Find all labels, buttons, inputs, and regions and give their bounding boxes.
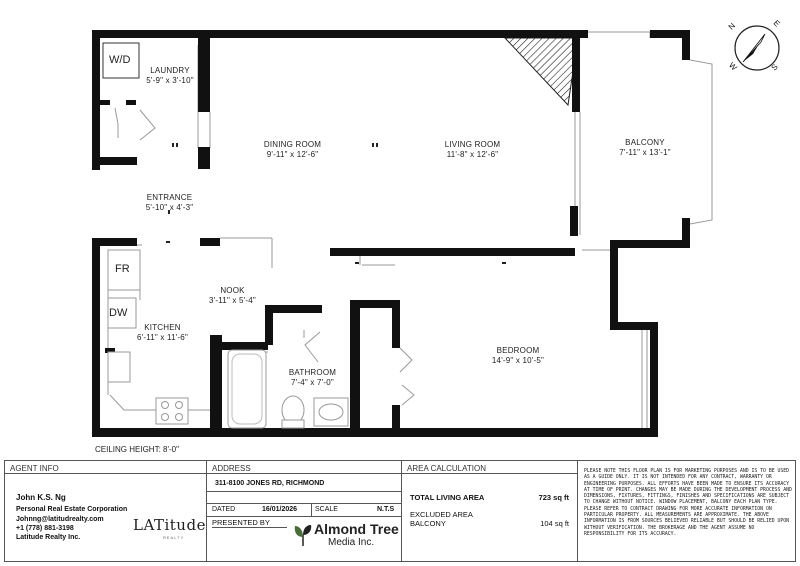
stove — [155, 397, 189, 425]
fr-label: FR — [115, 263, 130, 275]
divider — [207, 491, 401, 492]
floor-plan — [92, 25, 780, 437]
kitchen-sink — [107, 351, 131, 383]
bathtub — [227, 349, 267, 429]
presenter-name: Almond Tree — [314, 521, 399, 537]
room-dims: 7'-11" x 13'-1" — [619, 148, 671, 157]
room-name: KITCHEN — [144, 323, 181, 332]
divider — [311, 503, 312, 516]
wd-label: W/D — [109, 54, 131, 66]
room-laundry: LAUNDRY 5'-9" x 3'-10" — [135, 66, 205, 86]
room-dims: 5'-10" x 4'-3" — [145, 203, 194, 212]
room-name: DINING ROOM — [263, 140, 322, 149]
brokerage-logo: LATitude — [133, 516, 206, 534]
room-dims: 6'-11" x 11'-6" — [136, 333, 188, 342]
walls — [92, 30, 690, 437]
disclaimer-text: PLEASE NOTE THIS FLOOR PLAN IS FOR MARKE… — [584, 469, 792, 537]
balcony-area-label: BALCONY — [410, 519, 446, 528]
agent-email[interactable]: Johnng@latitudrealty.com — [16, 516, 104, 523]
room-name: BALCONY — [625, 138, 665, 147]
room-name: BEDROOM — [496, 346, 540, 355]
toilet — [281, 395, 305, 429]
compass-icon — [734, 25, 780, 71]
presented-by-label: PRESENTED BY — [212, 518, 270, 527]
fridge — [107, 249, 141, 291]
agent-corp: Personal Real Estate Corporation — [16, 506, 128, 513]
room-name: LAUNDRY — [150, 66, 190, 75]
room-name: NOOK — [220, 286, 245, 295]
scale-label: SCALE — [315, 506, 338, 513]
tick-marks — [166, 143, 506, 264]
dated-label: DATED — [212, 506, 236, 513]
room-bedroom: BEDROOM 14'-9" x 10'-5" — [478, 346, 558, 366]
address-panel: ADDRESS 311-8100 JONES RD, RICHMOND DATE… — [207, 461, 402, 561]
agent-phone: +1 (778) 881-3198 — [16, 525, 74, 532]
room-dims: 14'-9" x 10'-5" — [491, 356, 545, 365]
room-name: LIVING ROOM — [444, 140, 501, 149]
almond-tree-icon — [294, 525, 312, 546]
dw-label: DW — [109, 307, 128, 319]
divider — [212, 527, 287, 528]
room-dining: DINING ROOM 9'-11" x 12'-6" — [250, 140, 335, 160]
dishwasher — [107, 297, 137, 329]
balcony-area-value: 104 sq ft — [540, 519, 569, 528]
total-living-value: 723 sq ft — [538, 493, 569, 502]
address-value: 311-8100 JONES RD, RICHMOND — [215, 480, 325, 487]
room-dims: 9'-11" x 12'-6" — [266, 150, 319, 159]
room-balcony: BALCONY 7'-11" x 13'-1" — [605, 138, 685, 158]
room-kitchen: KITCHEN 6'-11" x 11'-6" — [125, 323, 200, 343]
disclaimer-panel: PLEASE NOTE THIS FLOOR PLAN IS FOR MARKE… — [578, 461, 797, 561]
dated-value: 16/01/2026 — [262, 506, 298, 513]
stair-hatch — [503, 37, 579, 107]
room-bathroom: BATHROOM 7'-4" x 7'-0" — [275, 368, 350, 388]
room-living: LIVING ROOM 11'-8" x 12'-6" — [430, 140, 515, 160]
address-heading: ADDRESS — [207, 461, 401, 474]
room-nook: NOOK 3'-11" x 5'-4" — [195, 286, 270, 306]
divider — [207, 503, 401, 504]
agent-brokerage: Latitude Realty Inc. — [16, 534, 81, 541]
room-dims: 3'-11" x 5'-4" — [209, 296, 256, 305]
agent-name: John K.S. Ng — [16, 493, 66, 502]
scale-value: N.T.S — [377, 506, 395, 513]
agent-info-heading: AGENT INFO — [5, 461, 206, 474]
presenter-sub: Media Inc. — [328, 537, 375, 548]
washer-dryer — [102, 42, 140, 79]
agent-info-panel: AGENT INFO John K.S. Ng Personal Real Es… — [5, 461, 207, 561]
ceiling-height: CEILING HEIGHT: 8'-0" — [95, 445, 179, 454]
bathroom-sink — [313, 397, 349, 427]
room-name: BATHROOM — [288, 368, 337, 377]
brokerage-logo-sub: REALTY — [163, 535, 185, 540]
excluded-area-label: EXCLUDED AREA — [410, 510, 473, 519]
area-panel: AREA CALCULATION TOTAL LIVING AREA 723 s… — [402, 461, 578, 561]
room-dims: 11'-8" x 12'-6" — [446, 150, 499, 159]
area-heading: AREA CALCULATION — [402, 461, 577, 474]
divider — [207, 516, 401, 517]
room-dims: 5'-9" x 3'-10" — [146, 76, 194, 85]
total-living-label: TOTAL LIVING AREA — [410, 493, 485, 502]
room-name: ENTRANCE — [146, 193, 193, 202]
room-entrance: ENTRANCE 5'-10" x 4'-3" — [132, 193, 207, 213]
title-block: AGENT INFO John K.S. Ng Personal Real Es… — [4, 460, 796, 562]
room-dims: 7'-4" x 7'-0" — [291, 378, 334, 387]
